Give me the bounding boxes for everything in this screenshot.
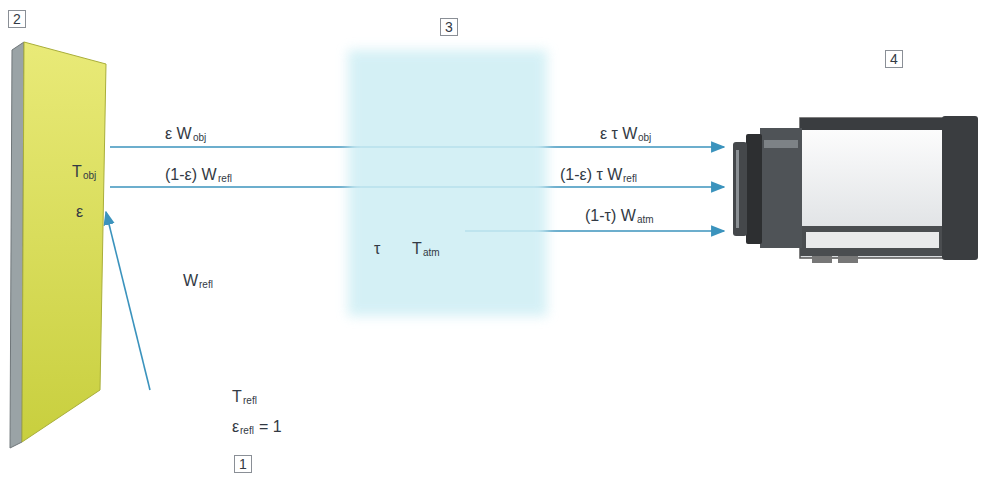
subscript: refl [243, 395, 257, 407]
formula-label: ε W [165, 125, 192, 143]
subscript: obj [638, 132, 651, 144]
plate-shape [0, 8, 130, 468]
callout-number: 3 [440, 18, 458, 36]
formula-label: (1-ε) W [165, 166, 217, 184]
radiation-arrow [106, 212, 150, 390]
formula-label: (1-τ) W [585, 207, 636, 225]
subscript: obj [193, 132, 206, 144]
atmosphere-band: 3 τ Tatm [340, 14, 555, 324]
atmosphere-shape [340, 14, 555, 324]
subscript: refl [218, 173, 232, 185]
callout-number: 4 [885, 50, 903, 68]
formula-label: = 1 [259, 418, 282, 436]
callout-number: 1 [234, 455, 252, 473]
symbol: T [412, 240, 422, 258]
subscript: obj [83, 170, 96, 182]
subscript: refl [240, 425, 254, 437]
camera [733, 116, 978, 263]
symbol: T [72, 163, 82, 181]
formula-label: ε [232, 418, 239, 436]
formula-label: T [232, 388, 242, 406]
symbol: ε [76, 203, 83, 221]
subscript: atm [423, 247, 440, 259]
object-plate: 2Tobj ε [0, 8, 130, 468]
subscript: refl [623, 173, 637, 185]
symbol: τ [374, 240, 380, 258]
formula-label: (1-ε) τ W [560, 166, 622, 184]
formula-label: W [183, 272, 198, 290]
subscript: atm [637, 214, 654, 226]
formula-label: ε τ W [600, 125, 637, 143]
callout-number: 2 [8, 10, 26, 28]
subscript: refl [199, 279, 213, 291]
